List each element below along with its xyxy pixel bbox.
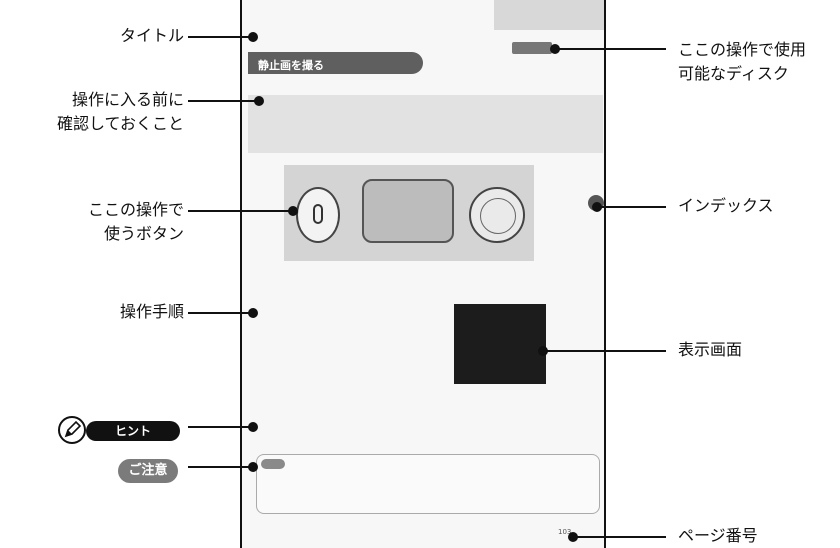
leader-disc xyxy=(556,48,666,50)
leader-dot-procedure xyxy=(248,308,258,318)
dial-icon xyxy=(480,198,516,234)
hint-label: ヒント xyxy=(86,421,180,441)
callout-button-used-1: ここの操作で xyxy=(87,200,184,219)
dial-closeup xyxy=(469,187,525,243)
leader-procedure xyxy=(188,312,252,314)
callout-page-number: ページ番号 xyxy=(678,526,758,545)
button-closeup xyxy=(296,187,340,243)
camcorder-illustration xyxy=(362,179,454,243)
leader-button-used xyxy=(188,210,294,212)
leader-index xyxy=(598,206,666,208)
callout-button-used-2: 使うボタン xyxy=(103,224,184,243)
button-illustration xyxy=(284,165,534,261)
caution-label: ご注意 xyxy=(118,459,178,483)
callout-title: タイトル xyxy=(119,26,184,45)
leader-dot-hint xyxy=(248,422,258,432)
button-icon xyxy=(313,204,323,224)
callout-disc-2: 可能なディスク xyxy=(678,64,789,83)
leader-dot-index xyxy=(592,202,602,212)
check-before-box xyxy=(248,95,603,153)
leader-title xyxy=(188,36,252,38)
leader-dot-title xyxy=(248,32,258,42)
callout-check-before-2: 確認しておくこと xyxy=(56,114,184,133)
hint-badge: ヒント xyxy=(58,416,180,444)
callout-index: インデックス xyxy=(678,196,774,215)
pencil-icon xyxy=(58,416,86,444)
caution-box xyxy=(256,454,600,514)
callout-check-before-1: 操作に入る前に xyxy=(71,90,184,109)
leader-dot-check-before xyxy=(254,96,264,106)
title-bar: 静止画を撮る xyxy=(248,52,423,74)
leader-page-number xyxy=(574,536,666,538)
display-screen-illustration xyxy=(454,304,546,384)
leader-hint xyxy=(188,426,252,428)
leader-check-before xyxy=(188,100,258,102)
callout-disc-1: ここの操作で使用 xyxy=(678,40,807,59)
leader-display xyxy=(544,350,666,352)
leader-dot-display xyxy=(538,346,548,356)
callout-display: 表示画面 xyxy=(678,340,743,359)
disc-badge xyxy=(512,42,552,54)
leader-dot-disc xyxy=(550,44,560,54)
manual-page: 静止画を撮る 103 xyxy=(240,0,606,548)
leader-caution xyxy=(188,466,252,468)
leader-dot-button-used xyxy=(288,206,298,216)
caution-pill xyxy=(261,459,285,469)
page-number: 103 xyxy=(558,528,572,536)
callout-procedure: 操作手順 xyxy=(119,302,184,321)
page-title: 静止画を撮る xyxy=(258,59,324,72)
leader-dot-caution xyxy=(248,462,258,472)
header-tab xyxy=(494,0,604,30)
leader-dot-page-number xyxy=(568,532,578,542)
